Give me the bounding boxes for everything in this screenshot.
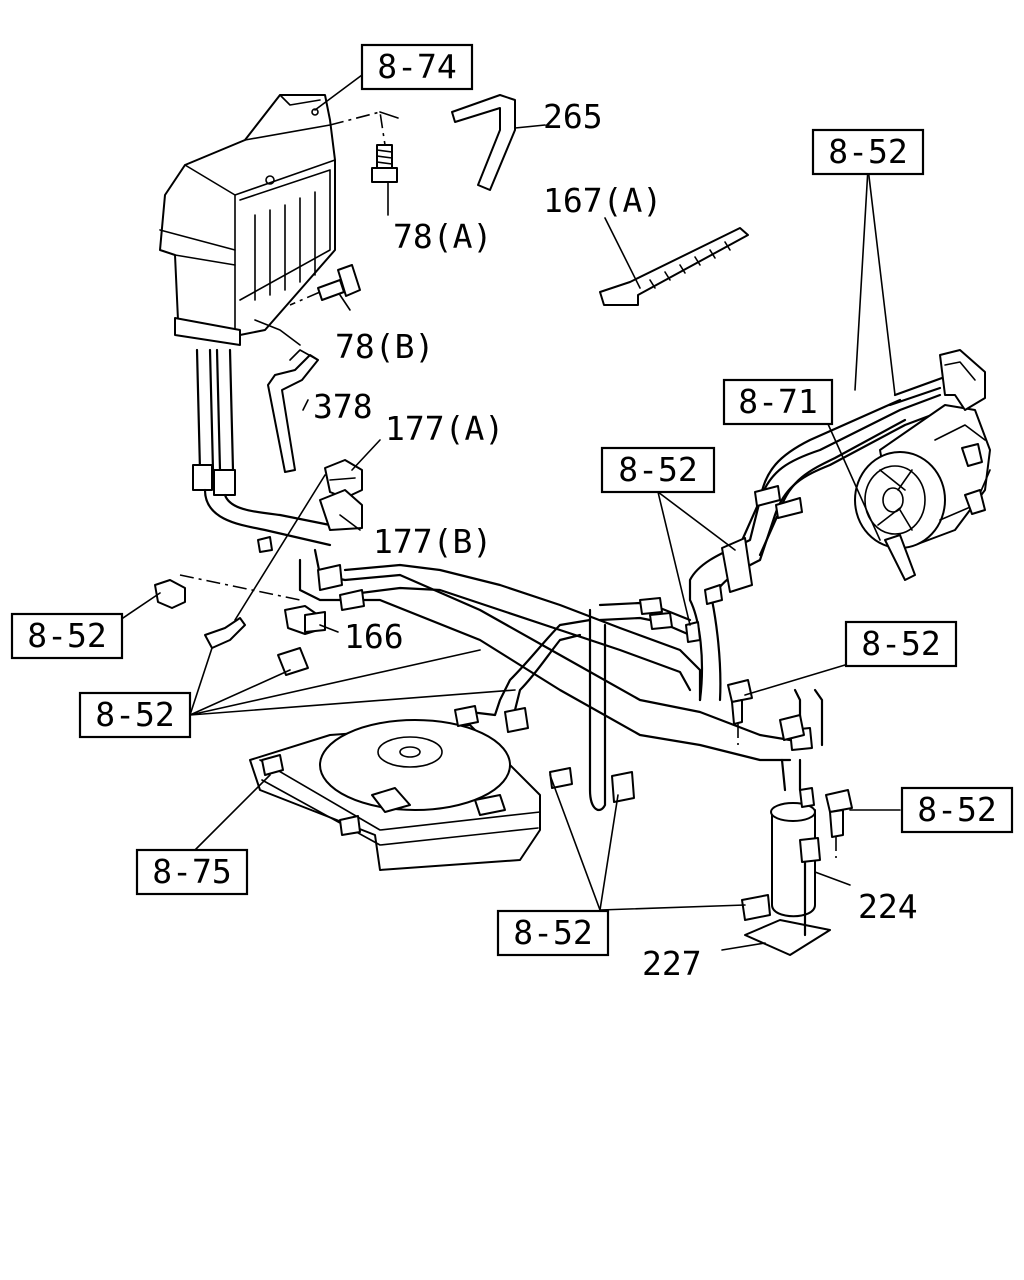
part-label-378[interactable]: 378 [313,387,373,426]
part-label-78a[interactable]: 78(A) [393,217,492,256]
refrigerant-lines-drawing [298,393,947,812]
part-label-227[interactable]: 227 [642,944,702,983]
ref-label-8-52: 8-52 [27,616,106,655]
part-label-78b[interactable]: 78(B) [335,327,434,366]
clip-265-drawing [451,94,516,191]
bolt-78b-drawing [289,264,361,306]
receiver-drier-drawing [727,679,853,956]
evaporator-pipes-drawing [192,348,332,547]
ref-box-8-52-right-upper[interactable]: 8-52 [844,620,958,668]
ref-box-8-74[interactable]: 8-74 [360,43,474,91]
condenser-fan-drawing [249,705,635,871]
part-label-224[interactable]: 224 [858,887,918,926]
part-label-265[interactable]: 265 [543,97,603,136]
bracket-177-drawing [319,459,363,531]
clamps-166-drawing [154,536,365,676]
part-label-177b[interactable]: 177(B) [373,522,492,561]
bolt-78a-drawing [329,111,398,183]
ref-label-8-71: 8-71 [738,382,817,421]
compressor-drawing [854,349,991,581]
ref-box-8-52-left-lower[interactable]: 8-52 [78,691,192,739]
ref-box-8-52-top[interactable]: 8-52 [811,128,925,176]
ref-label-8-52: 8-52 [618,450,697,489]
ref-label-8-52: 8-52 [917,790,996,829]
ref-box-8-52-bottom[interactable]: 8-52 [496,909,610,957]
ref-label-8-74: 8-74 [377,47,456,86]
ref-label-8-52: 8-52 [861,624,940,663]
ref-box-8-52-mid[interactable]: 8-52 [600,446,716,494]
ref-box-8-52-left[interactable]: 8-52 [10,612,124,660]
ref-label-8-52: 8-52 [95,695,174,734]
ref-box-8-75[interactable]: 8-75 [135,848,249,896]
part-label-167a[interactable]: 167(A) [543,181,662,220]
ref-box-8-52-right-lower[interactable]: 8-52 [900,786,1014,834]
drain-hose-378-drawing [267,349,319,473]
ref-label-8-52: 8-52 [828,132,907,171]
part-label-166[interactable]: 166 [344,617,404,656]
cable-tie-167a-drawing [599,227,749,306]
part-label-177a[interactable]: 177(A) [385,409,504,448]
ref-box-8-71[interactable]: 8-71 [722,378,834,426]
ref-label-8-75: 8-75 [152,852,231,891]
ref-label-8-52: 8-52 [513,913,592,952]
evaporator-unit-drawing [159,94,336,346]
